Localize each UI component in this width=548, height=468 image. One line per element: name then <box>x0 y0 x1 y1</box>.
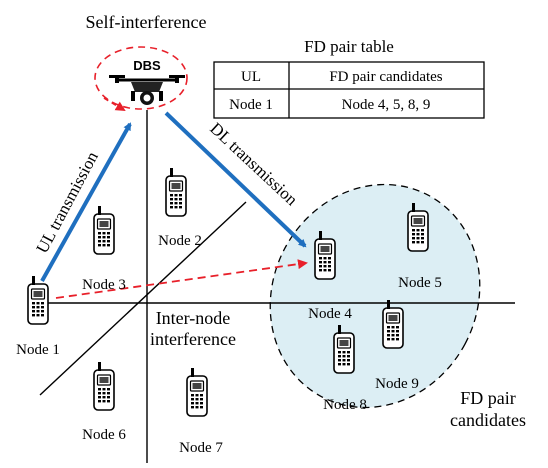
dl-transmission-arrow <box>164 111 307 248</box>
table-header-candidates: FD pair candidates <box>329 69 442 85</box>
ul-transmission-label: UL transmission <box>32 148 102 256</box>
node8-label: Node 8 <box>323 397 367 413</box>
inter-node-interference-arrow <box>55 259 308 299</box>
node6-label: Node 6 <box>82 427 126 443</box>
drone-icon <box>109 75 185 105</box>
node9-label: Node 9 <box>375 376 419 392</box>
table-cell-candidates: Node 4, 5, 8, 9 <box>342 97 431 113</box>
node5-label: Node 5 <box>398 275 442 291</box>
self-interference-arrow <box>103 97 126 112</box>
node2-label: Node 2 <box>158 233 202 249</box>
self-interference-label: Self-interference <box>86 12 207 32</box>
self-interference-circle <box>94 46 188 110</box>
node2-phone-icon <box>165 167 187 217</box>
fd-pair-table <box>213 61 485 119</box>
fd-pair-label-line2: candidates <box>450 410 526 430</box>
table-cell-ul-node: Node 1 <box>229 97 273 113</box>
node7-label: Node 7 <box>179 440 223 456</box>
node3-label: Node 3 <box>82 277 126 293</box>
node7-phone-icon <box>186 367 208 417</box>
inter-node-label-line2: interference <box>150 329 236 349</box>
table-header-ul: UL <box>241 69 261 85</box>
ul-transmission-arrow <box>40 122 132 282</box>
node6-phone-icon <box>93 361 115 411</box>
node4-label: Node 4 <box>308 306 352 322</box>
node3-phone-icon <box>93 205 115 255</box>
node1-label: Node 1 <box>16 342 60 358</box>
inter-node-label-line1: Inter-node <box>156 308 231 328</box>
fd-pair-label-line1: FD pair <box>460 388 516 408</box>
dbs-label: DBS <box>133 58 161 73</box>
table-title: FD pair table <box>304 37 394 56</box>
node1-phone-icon <box>27 275 49 325</box>
axes <box>39 110 515 463</box>
